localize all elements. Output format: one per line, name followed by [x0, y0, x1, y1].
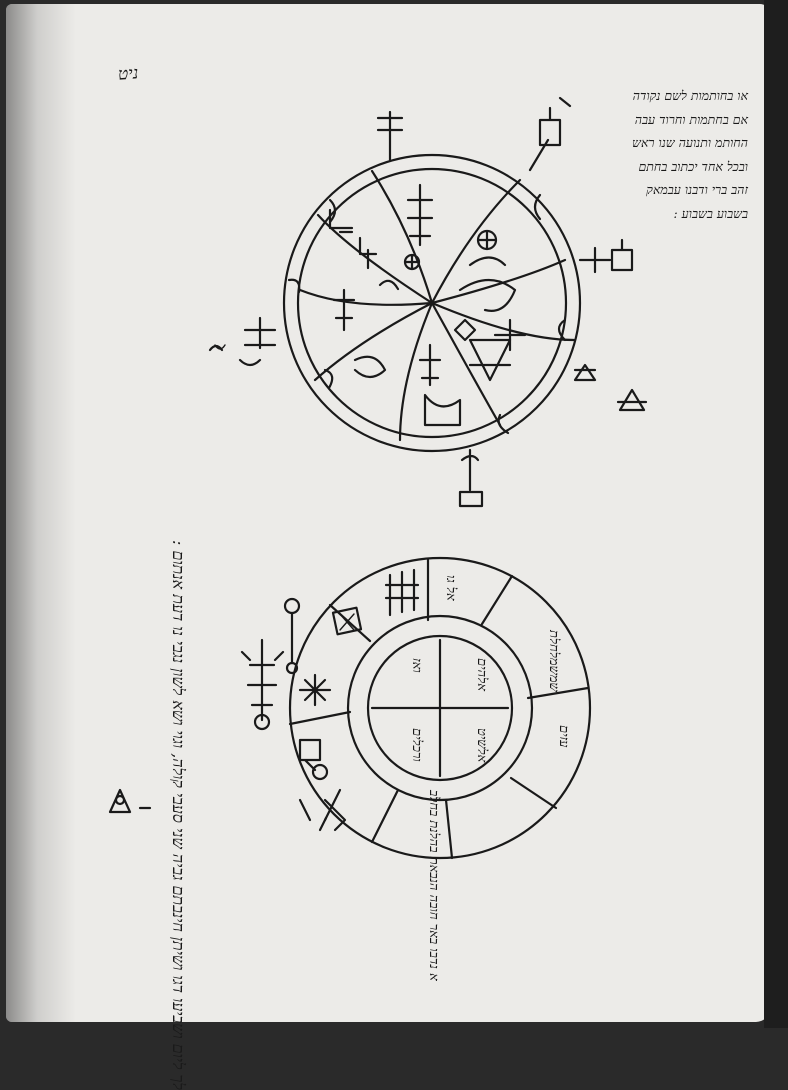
- note-line: החותמ ותנועה שנו ראש: [632, 135, 748, 150]
- paper-leaf: [6, 4, 770, 1022]
- inner-word: אלהים: [474, 658, 489, 692]
- ring-word: א נדבו באר חובה הנבאת בהלנת בחלב: [426, 789, 441, 982]
- marginal-note: או בחותמות לשם נקודה אם בחתמות וחרוד עבה…: [598, 84, 748, 225]
- ring-word: אל גו: [443, 575, 458, 602]
- scan-edge: [764, 0, 788, 1028]
- binding-shadow: [6, 4, 76, 1022]
- ring-word: שמשמלחלת: [546, 629, 561, 692]
- note-line: או בחותמות לשם נקודה: [632, 88, 748, 103]
- ring-word: עזים: [556, 725, 571, 748]
- note-line: ובכל אחד יכתוב בחתם: [638, 158, 748, 174]
- manuscript-page: ניט או בחותמות לשם נקודה אם בחתמות וחרוד…: [6, 0, 788, 1090]
- note-line: בשבוע בשבוע :: [673, 205, 749, 221]
- note-line: אם בחתמות וחרוד עבה: [634, 111, 748, 127]
- note-line: זהב ברי ודבנו עבמאק: [646, 182, 748, 197]
- lower-seal: אל גו שמשמלחלת עזים א נדבו באר חובה הנבא…: [108, 344, 592, 982]
- upper-seal: [208, 96, 648, 508]
- inner-word: ואז: [409, 658, 424, 673]
- inner-word: אלשיט: [474, 728, 489, 764]
- inner-word: ורכלים: [409, 728, 424, 762]
- seal-drawings: אל גו שמשמלחלת עזים א נדבו באר חובה הנבא…: [108, 96, 648, 982]
